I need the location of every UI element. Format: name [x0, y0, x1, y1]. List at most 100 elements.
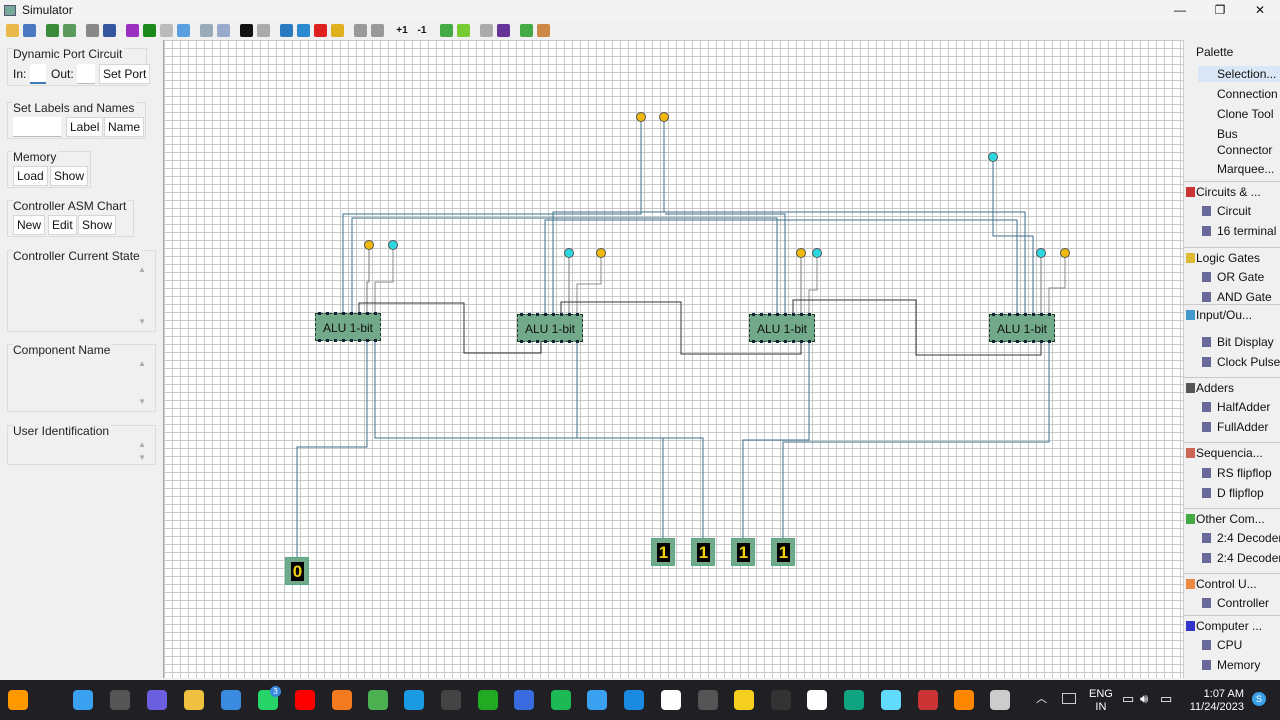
scroll-up-icon[interactable]: ▲: [138, 265, 146, 274]
users-icon[interactable]: [537, 23, 550, 37]
app-icon[interactable]: [221, 690, 241, 710]
keyboard-icon[interactable]: [1062, 693, 1076, 704]
close-button[interactable]: ✕: [1254, 3, 1266, 17]
show-hidden-icons[interactable]: ︿: [1036, 693, 1047, 705]
set-port-button[interactable]: Set Port: [99, 64, 151, 84]
increment-icon[interactable]: +1: [396, 24, 408, 36]
asm-show-button[interactable]: Show: [78, 215, 117, 235]
palette-item[interactable]: Circuit: [1198, 203, 1251, 219]
palette-item[interactable]: Bit Display: [1198, 334, 1274, 350]
step-icon[interactable]: [177, 23, 190, 37]
battery-icon[interactable]: ▭: [1160, 691, 1173, 706]
media-icon[interactable]: [771, 690, 791, 710]
bit-display[interactable]: 1: [691, 538, 715, 566]
decrement-icon[interactable]: -1: [417, 24, 427, 36]
clear-icon[interactable]: [331, 23, 344, 37]
github-icon[interactable]: [807, 690, 827, 710]
palette-section-header[interactable]: Control U...: [1184, 573, 1280, 593]
print-icon[interactable]: [86, 23, 99, 37]
run-icon[interactable]: [143, 23, 156, 37]
input-toggle-on[interactable]: [796, 248, 806, 258]
terminal-icon[interactable]: [240, 23, 253, 37]
app-icon[interactable]: [441, 690, 461, 710]
in-port-input[interactable]: [30, 64, 46, 84]
scroll-up-icon[interactable]: ▲: [138, 440, 146, 449]
input-toggle-off[interactable]: [388, 240, 398, 250]
alu-1bit-component[interactable]: ALU 1-bit: [749, 313, 815, 343]
palette-item[interactable]: 2:4 Decoder: [1198, 550, 1280, 566]
store2-icon[interactable]: [661, 690, 681, 710]
bus-icon[interactable]: [440, 23, 453, 37]
bit-display[interactable]: 1: [771, 538, 795, 566]
palette-section-header[interactable]: Adders: [1184, 377, 1280, 397]
alu-1bit-component[interactable]: ALU 1-bit: [315, 312, 381, 342]
start-icon[interactable]: [73, 690, 93, 710]
vs-icon[interactable]: [514, 690, 534, 710]
bit-display[interactable]: 1: [731, 538, 755, 566]
palette-item[interactable]: OR Gate: [1198, 269, 1264, 285]
memory-load-button[interactable]: Load: [13, 166, 48, 186]
input-toggle-on[interactable]: [596, 248, 606, 258]
input-toggle-on[interactable]: [1060, 248, 1070, 258]
input-toggle-on[interactable]: [364, 240, 374, 250]
input-toggle-off[interactable]: [812, 248, 822, 258]
star-disabled-icon[interactable]: [160, 23, 173, 37]
input-toggle-on[interactable]: [659, 112, 669, 122]
palette-item[interactable]: 16 terminal: [1198, 223, 1276, 239]
maximize-button[interactable]: ❐: [1214, 3, 1226, 17]
star-icon[interactable]: [126, 23, 139, 37]
zoom-in-icon[interactable]: [354, 23, 367, 37]
label-input[interactable]: [13, 117, 61, 137]
timing2-icon[interactable]: [217, 23, 230, 37]
spotify-icon[interactable]: [551, 690, 571, 710]
avatar[interactable]: S: [1252, 692, 1266, 706]
save-icon[interactable]: [23, 23, 36, 37]
app-icon[interactable]: [698, 690, 718, 710]
bit-display[interactable]: 0: [285, 557, 309, 585]
teams-icon[interactable]: [587, 690, 607, 710]
simulator-icon[interactable]: [990, 690, 1010, 710]
store-icon[interactable]: [624, 690, 644, 710]
palette-item[interactable]: 2:4 Decoder: [1198, 530, 1280, 546]
undo-icon[interactable]: [280, 23, 293, 37]
input-toggle-off[interactable]: [988, 152, 998, 162]
pycharm-icon[interactable]: [478, 690, 498, 710]
chrome-icon[interactable]: [368, 690, 388, 710]
search-icon[interactable]: [110, 690, 130, 710]
alu-1bit-component[interactable]: ALU 1-bit: [989, 313, 1055, 343]
input-toggle-off[interactable]: [1036, 248, 1046, 258]
palette-item[interactable]: Connection: [1198, 86, 1278, 102]
edit-icon[interactable]: [257, 23, 270, 37]
alu-1bit-component[interactable]: ALU 1-bit: [517, 313, 583, 343]
volume-icon[interactable]: 🔊︎: [1140, 691, 1149, 706]
import-icon[interactable]: [63, 23, 76, 37]
label-button[interactable]: Label: [66, 117, 104, 137]
out-port-input[interactable]: [77, 64, 95, 84]
scroll-down-icon[interactable]: ▼: [138, 453, 146, 462]
palette-item[interactable]: RS flipflop: [1198, 465, 1272, 481]
network-icon[interactable]: ▭: [1122, 691, 1135, 706]
scroll-down-icon[interactable]: ▼: [138, 397, 146, 406]
export-icon[interactable]: [46, 23, 59, 37]
scroll-up-icon[interactable]: ▲: [138, 359, 146, 368]
grid-icon[interactable]: [480, 23, 493, 37]
palette-item[interactable]: CPU: [1198, 637, 1242, 653]
name-button[interactable]: Name: [104, 117, 145, 137]
input-toggle-off[interactable]: [564, 248, 574, 258]
check-icon[interactable]: [103, 23, 116, 37]
palette-item[interactable]: Connector: [1198, 142, 1272, 158]
vlc-icon[interactable]: [954, 690, 974, 710]
palette-section-header[interactable]: Other Com...: [1184, 508, 1280, 528]
palette-section-header[interactable]: Computer ...: [1184, 615, 1280, 635]
palette-item[interactable]: HalfAdder: [1198, 399, 1270, 415]
palette-section-header[interactable]: Sequencia...: [1184, 442, 1280, 462]
memory-show-button[interactable]: Show: [50, 166, 89, 186]
xampp-icon[interactable]: [332, 690, 352, 710]
palette-section-header[interactable]: Input/Ou...: [1184, 304, 1280, 324]
asm-edit-button[interactable]: Edit: [48, 215, 77, 235]
zoom-out-icon[interactable]: [371, 23, 384, 37]
input-toggle-on[interactable]: [636, 112, 646, 122]
app-icon[interactable]: [918, 690, 938, 710]
palette-item[interactable]: D flipflop: [1198, 485, 1264, 501]
